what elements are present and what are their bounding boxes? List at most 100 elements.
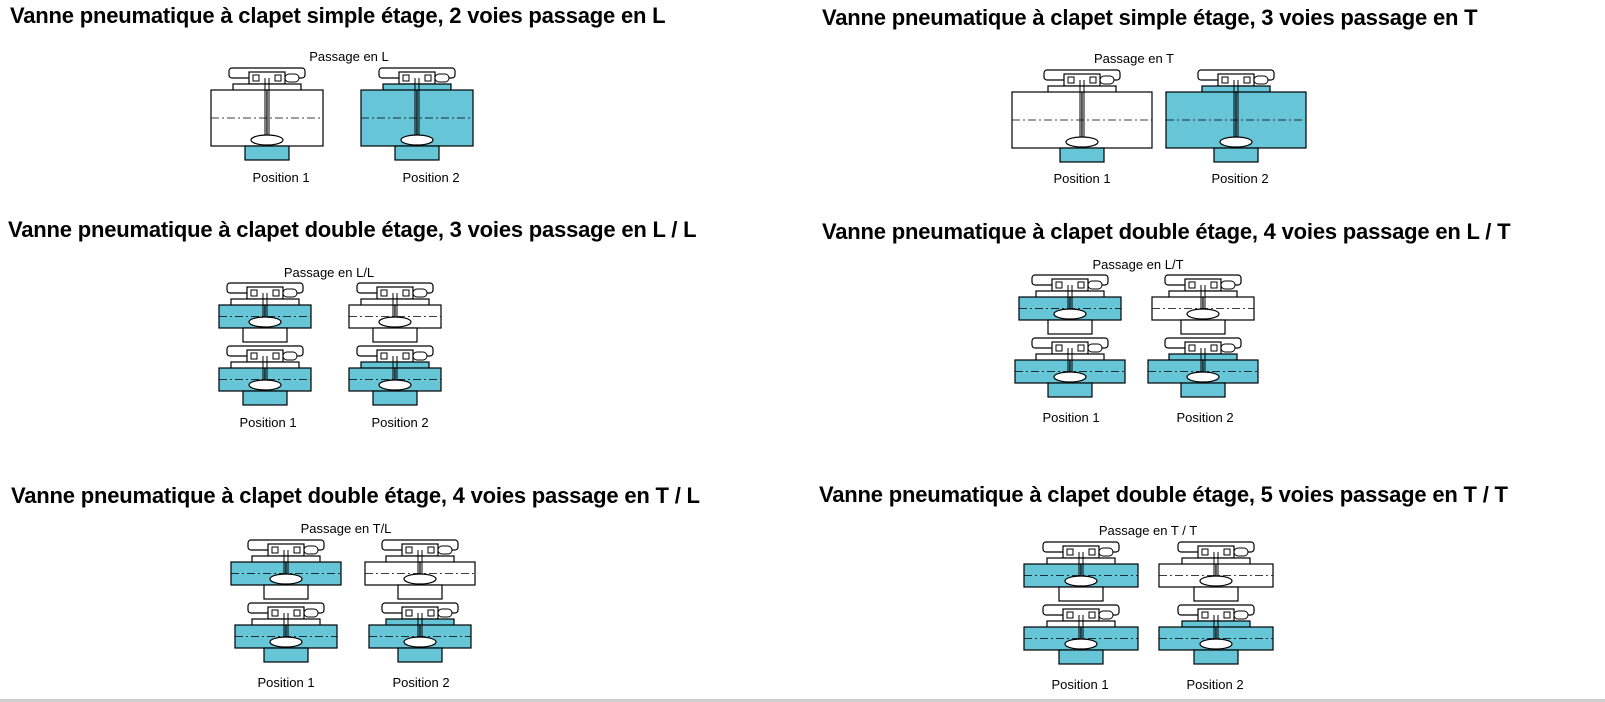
clamp-handle	[303, 608, 319, 618]
valve-diagram-position-2	[364, 539, 476, 663]
bottom-outlet	[1058, 586, 1104, 602]
bolt-left	[402, 74, 410, 82]
clamp-handle	[1233, 547, 1249, 557]
valve-diagram-position-1	[1014, 274, 1126, 398]
bolt-right	[424, 74, 432, 82]
passage-label: Passage en T / T	[1098, 523, 1198, 538]
clamp-handle	[1253, 75, 1269, 85]
valve-plug	[1186, 308, 1220, 320]
position-2-label: Position 2	[392, 675, 450, 690]
bolt-left	[250, 352, 258, 360]
bolt-right	[272, 289, 280, 297]
clamp-handle	[1087, 343, 1103, 353]
position-2-label: Position 2	[1176, 410, 1234, 425]
bolt-right	[1077, 281, 1085, 289]
passage-label: Passage en L/T	[1092, 257, 1184, 272]
passage-label: Passage en T	[1094, 51, 1174, 66]
valve-plug	[1053, 308, 1087, 320]
position-1-label: Position 1	[257, 675, 315, 690]
bolt-left	[1066, 611, 1074, 619]
bottom-outlet	[1193, 649, 1239, 665]
bolt-right	[1210, 344, 1218, 352]
valve-diagram-position-1	[230, 539, 342, 663]
bolt-right	[293, 609, 301, 617]
clamp-handle	[303, 545, 319, 555]
position-2-label: Position 2	[402, 170, 460, 185]
clamp-handle	[437, 608, 453, 618]
bolt-right	[1243, 76, 1251, 84]
bolt-right	[1223, 548, 1231, 556]
valve-diagram-position-1	[210, 67, 324, 161]
bottom-outlet	[1058, 649, 1104, 665]
bolt-left	[1055, 281, 1063, 289]
valve-plug	[1064, 575, 1098, 587]
clamp-handle	[434, 73, 450, 83]
bolt-right	[274, 74, 282, 82]
panel-title: Vanne pneumatique à clapet double étage,…	[11, 483, 700, 508]
bolt-right	[1088, 611, 1096, 619]
panel-title: Vanne pneumatique à clapet double étage,…	[819, 482, 1508, 507]
bottom-outlet	[1180, 319, 1226, 335]
bolt-right	[272, 352, 280, 360]
passage-label: Passage en L	[309, 49, 389, 64]
valve-plug	[378, 316, 412, 328]
bolt-right	[1077, 344, 1085, 352]
bottom-outlet	[1047, 319, 1093, 335]
bolt-left	[380, 289, 388, 297]
bolt-right	[1210, 281, 1218, 289]
bolt-left	[405, 609, 413, 617]
bottom-outlet	[372, 390, 418, 406]
bolt-left	[1066, 548, 1074, 556]
bolt-right	[427, 546, 435, 554]
panel-title: Vanne pneumatique à clapet simple étage,…	[822, 5, 1478, 30]
bottom-outlet	[397, 647, 443, 663]
position-2-label: Position 2	[1211, 171, 1269, 186]
position-1-label: Position 1	[1042, 410, 1100, 425]
bolt-left	[252, 74, 260, 82]
position-2-label: Position 2	[1186, 677, 1244, 692]
bolt-left	[1201, 611, 1209, 619]
bolt-left	[1201, 548, 1209, 556]
bolt-left	[405, 546, 413, 554]
clamp-handle	[1220, 343, 1236, 353]
bottom-rule	[0, 699, 1605, 702]
valve-plug	[1199, 638, 1233, 650]
bolt-left	[271, 609, 279, 617]
valve-diagram-position-2	[1147, 274, 1259, 398]
clamp-handle	[1098, 547, 1114, 557]
valve-diagram-position-2	[360, 67, 474, 161]
valve-plug	[248, 379, 282, 391]
valve-diagram-position-2	[1158, 541, 1274, 665]
clamp-handle	[1099, 75, 1115, 85]
valve-diagram-position-2	[1165, 69, 1307, 163]
panel-title: Vanne pneumatique à clapet simple étage,…	[10, 3, 666, 28]
valve-plug	[269, 636, 303, 648]
bolt-left	[1055, 344, 1063, 352]
passage-label: Passage en L/L	[283, 265, 375, 280]
bolt-right	[402, 352, 410, 360]
bolt-left	[271, 546, 279, 554]
clamp-handle	[1233, 610, 1249, 620]
bolt-right	[1088, 548, 1096, 556]
panel-title: Vanne pneumatique à clapet double étage,…	[8, 217, 697, 242]
valve-plug	[269, 573, 303, 585]
bottom-outlet	[397, 584, 443, 600]
valve-plug	[1065, 136, 1099, 148]
valve-plug	[400, 134, 434, 146]
clamp-handle	[412, 288, 428, 298]
clamp-handle	[1087, 280, 1103, 290]
bottom-outlet	[242, 327, 288, 343]
valve-plug	[378, 379, 412, 391]
position-1-label: Position 1	[252, 170, 310, 185]
valve-diagram-position-1	[1023, 541, 1139, 665]
position-1-label: Position 1	[1053, 171, 1111, 186]
valve-plug	[1064, 638, 1098, 650]
bolt-right	[427, 609, 435, 617]
valve-plug	[403, 573, 437, 585]
bottom-outlet	[244, 145, 290, 161]
bolt-right	[1089, 76, 1097, 84]
valve-diagram-position-1	[1011, 69, 1153, 163]
bottom-outlet	[263, 584, 309, 600]
bottom-outlet	[1213, 147, 1259, 163]
clamp-handle	[1220, 280, 1236, 290]
